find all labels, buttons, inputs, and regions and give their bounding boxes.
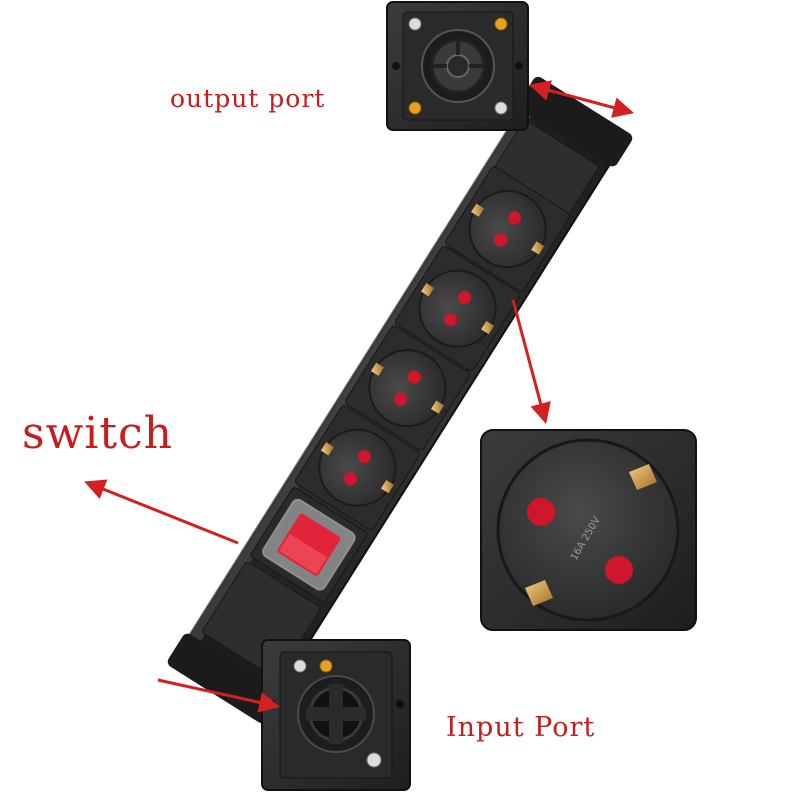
socket-closeup-inset: 16A 250V <box>480 429 697 631</box>
callout-arrows <box>84 80 635 713</box>
socket-icon[interactable] <box>394 245 521 372</box>
switch-label: switch <box>22 408 173 459</box>
screw-icon <box>366 752 382 768</box>
arrow-icon <box>157 678 281 713</box>
mount-hole <box>396 700 404 708</box>
power-connector-icon[interactable] <box>421 29 495 103</box>
socket-icon[interactable] <box>444 166 571 293</box>
output-port-inset <box>386 1 529 131</box>
socket-icon[interactable]: 16A 250V <box>496 438 680 622</box>
arrow-icon <box>84 479 239 545</box>
screw-icon <box>408 17 422 31</box>
arrow-icon <box>511 299 551 425</box>
power-connector-icon[interactable] <box>297 675 375 753</box>
socket-row <box>294 166 571 531</box>
socket-icon[interactable] <box>344 325 471 452</box>
screw-icon <box>293 659 307 673</box>
screw-icon <box>319 659 333 673</box>
input-port-label: Input Port <box>446 712 596 743</box>
screw-icon <box>408 101 422 115</box>
mount-hole <box>515 62 523 70</box>
socket-icon[interactable] <box>294 404 421 531</box>
switch-icon[interactable] <box>250 487 368 603</box>
mount-hole <box>392 62 400 70</box>
screw-icon <box>494 101 508 115</box>
input-port-inset <box>261 639 411 791</box>
power-strip <box>167 76 633 724</box>
screw-icon <box>494 17 508 31</box>
arrow-icon <box>528 80 635 118</box>
output-port-label: output port <box>170 84 326 113</box>
